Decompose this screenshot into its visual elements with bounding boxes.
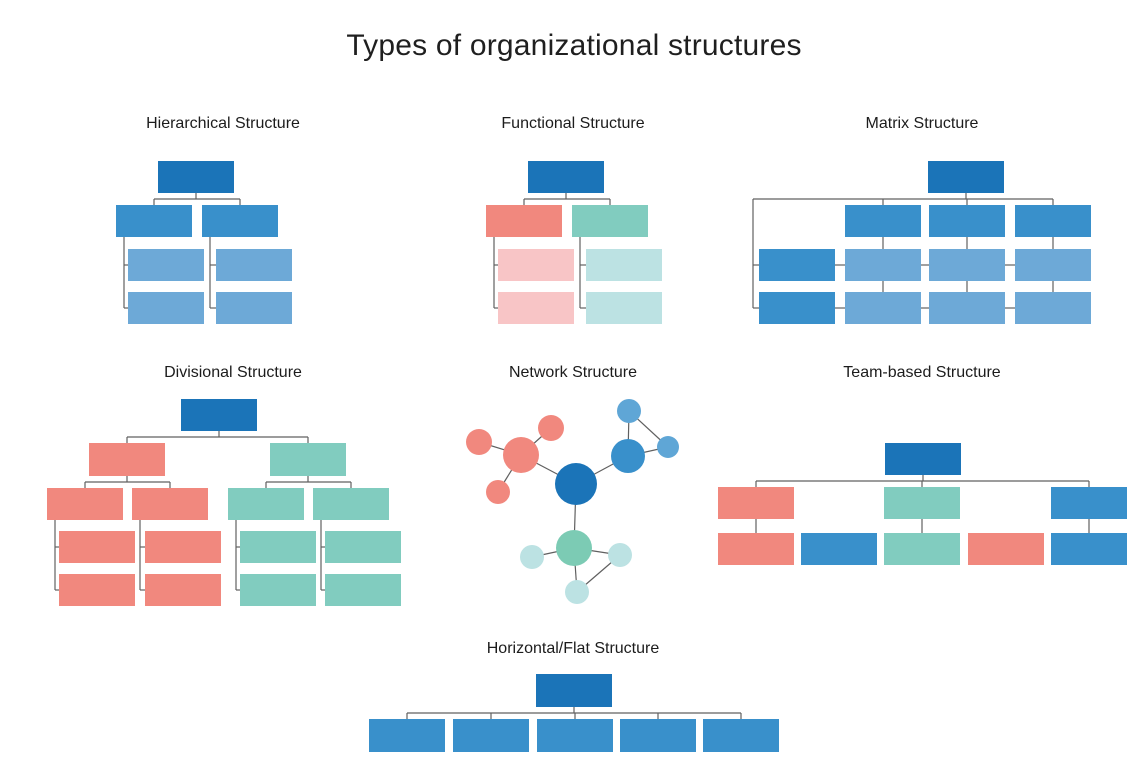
org-node-box [536,674,612,707]
org-node-box [128,292,204,324]
org-node-box [181,399,257,431]
org-node-box [89,443,165,476]
org-node-box [369,719,445,752]
org-node-box [132,488,208,520]
org-node-box [486,205,562,237]
org-node-box [845,292,921,324]
org-node-box [1015,205,1091,237]
org-node-box [313,488,389,520]
org-node-box [116,205,192,237]
org-node-box [929,205,1005,237]
panel-title-functional: Functional Structure [501,115,645,132]
network-node [503,437,539,473]
org-node-box [1015,292,1091,324]
org-node-box [759,292,835,324]
org-node-box [759,249,835,281]
org-node-box [572,205,648,237]
network-node [611,439,645,473]
panel-horizontal-flat [369,674,779,752]
org-node-box [228,488,304,520]
panel-title-hierarchical: Hierarchical Structure [146,115,300,132]
org-node-box [240,574,316,606]
panel-divisional [47,399,401,606]
org-node-box [325,574,401,606]
org-node-box [59,531,135,563]
org-node-box [216,292,292,324]
org-node-box [202,205,278,237]
org-node-box [47,488,123,520]
network-node [555,463,597,505]
org-node-box [968,533,1044,565]
panel-network [466,399,679,604]
org-node-box [718,533,794,565]
org-node-box [1015,249,1091,281]
org-node-box [145,531,221,563]
org-node-box [537,719,613,752]
org-node-box [718,487,794,519]
org-node-box [928,161,1004,193]
panel-title-horizontal: Horizontal/Flat Structure [486,640,660,657]
network-node [556,530,592,566]
panel-functional [486,161,662,324]
org-node-box [801,533,877,565]
org-node-box [620,719,696,752]
network-node [486,480,510,504]
panel-hierarchical [116,161,292,324]
network-node [608,543,632,567]
org-node-box [453,719,529,752]
org-node-box [498,292,574,324]
org-node-box [128,249,204,281]
org-node-box [145,574,221,606]
network-node [657,436,679,458]
org-node-box [270,443,346,476]
network-node [520,545,544,569]
org-node-box [929,249,1005,281]
org-node-box [884,487,960,519]
panel-title-network: Network Structure [508,364,638,381]
org-node-box [586,292,662,324]
panel-team-based [718,443,1127,565]
panel-title-matrix: Matrix Structure [865,115,979,132]
network-node [538,415,564,441]
panel-title-divisional: Divisional Structure [164,364,302,381]
org-node-box [884,533,960,565]
org-node-box [498,249,574,281]
page-title: Types of organizational structures [346,29,802,62]
org-node-box [528,161,604,193]
panel-title-team-based: Team-based Structure [843,364,1001,381]
org-node-box [1051,533,1127,565]
org-node-box [885,443,961,475]
org-node-box [845,249,921,281]
org-node-box [158,161,234,193]
org-node-box [1051,487,1127,519]
org-node-box [325,531,401,563]
network-node [466,429,492,455]
org-node-box [845,205,921,237]
org-node-box [59,574,135,606]
org-node-box [929,292,1005,324]
org-node-box [240,531,316,563]
panel-matrix [752,161,1091,324]
org-node-box [703,719,779,752]
network-node [617,399,641,423]
network-node [565,580,589,604]
org-node-box [216,249,292,281]
org-node-box [586,249,662,281]
